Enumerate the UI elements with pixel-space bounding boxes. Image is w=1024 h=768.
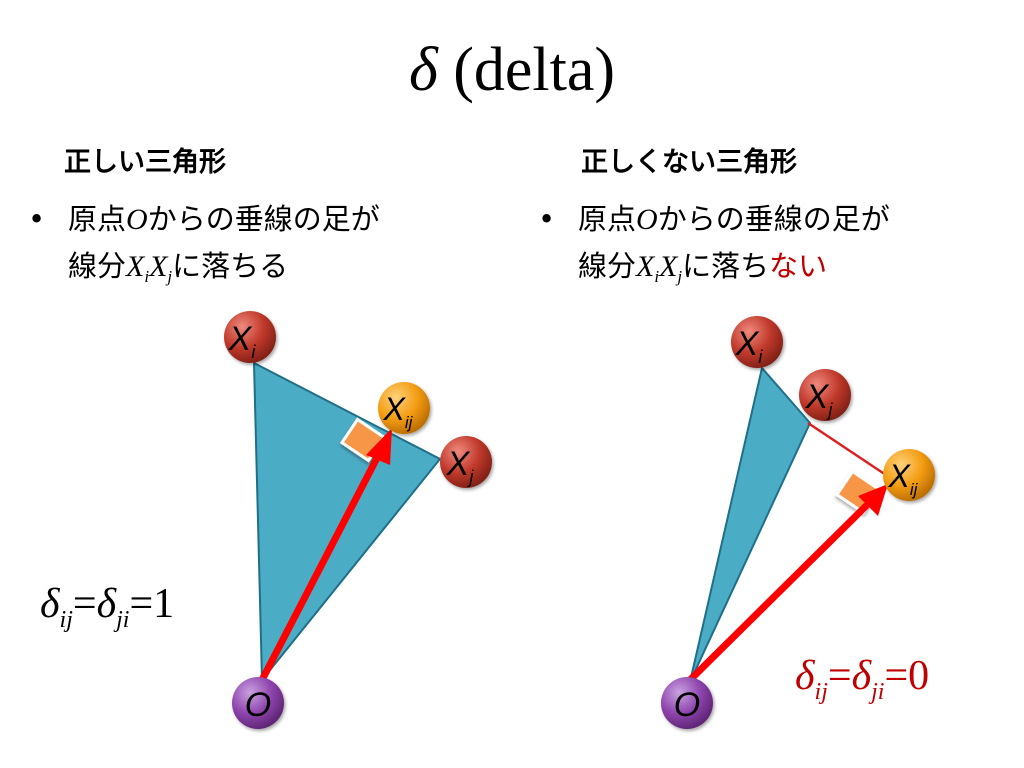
- node-xi: Xi: [731, 316, 783, 368]
- left-bullet: • 原点Oからの垂線の足が 線分XiXjに落ちる: [28, 196, 380, 290]
- node-xij: Xij: [378, 382, 430, 434]
- left-bullet-line2: 線分XiXjに落ちる: [68, 249, 289, 286]
- node-xij: Xij: [883, 449, 935, 501]
- right-equation: δij=δji=0: [795, 653, 929, 705]
- bullet-marker: •: [538, 202, 556, 236]
- right-triangle: [689, 365, 812, 683]
- right-diagram: Xi Xj Xij O δij=δji=0: [661, 316, 935, 729]
- left-equation: δij=δji=1: [40, 581, 174, 633]
- node-xj: Xj: [799, 369, 851, 421]
- right-bullet-line1: 原点Oからの垂線の足が: [578, 202, 890, 236]
- svg-text:O: O: [674, 686, 700, 724]
- node-o: O: [661, 677, 713, 729]
- bullet-marker: •: [28, 202, 46, 236]
- left-heading: 正しい三角形: [64, 147, 226, 178]
- page-title: δ (delta): [0, 30, 1024, 110]
- svg-text:Xj: Xj: [446, 445, 475, 487]
- arrow-icon: [258, 428, 392, 684]
- title-symbol: δ: [408, 36, 438, 104]
- extension-line: [807, 421, 887, 477]
- left-bullet-line1: 原点Oからの垂線の足が: [68, 202, 380, 236]
- right-bullet-line2: 線分XiXjに落ちない: [578, 249, 828, 286]
- svg-text:Xi: Xi: [228, 320, 257, 362]
- arrow-icon: [686, 484, 888, 684]
- node-o: O: [232, 677, 284, 729]
- svg-text:Xi: Xi: [735, 325, 764, 367]
- svg-text:Xj: Xj: [805, 378, 834, 420]
- node-xi: Xi: [224, 311, 276, 363]
- svg-text:Xij: Xij: [383, 391, 414, 432]
- left-diagram: Xi Xij Xj O δij=δji=1: [40, 311, 492, 729]
- svg-text:Xij: Xij: [888, 458, 919, 499]
- node-xj: Xj: [440, 436, 492, 488]
- right-heading: 正しくない三角形: [581, 147, 797, 178]
- svg-text:O: O: [245, 686, 271, 724]
- right-bullet: • 原点Oからの垂線の足が 線分XiXjに落ちない: [538, 196, 890, 290]
- title-text: (delta): [437, 36, 616, 104]
